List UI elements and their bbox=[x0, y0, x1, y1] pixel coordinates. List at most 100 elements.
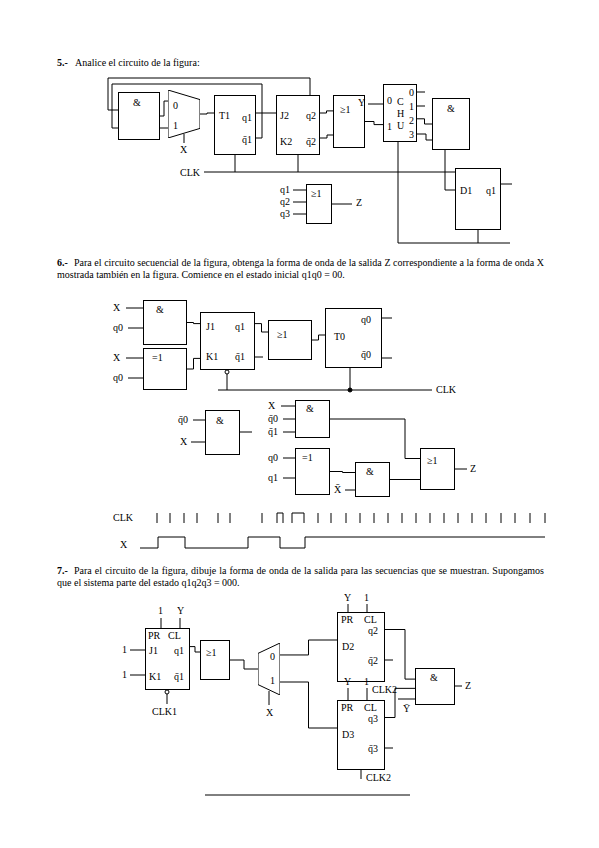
signal-label: CLK bbox=[180, 167, 200, 179]
junction-dot bbox=[348, 388, 352, 392]
pin-label: q̄3 bbox=[368, 743, 378, 755]
signal-label: 1 bbox=[122, 669, 127, 681]
pin-label: CL bbox=[364, 702, 377, 714]
clock-triangle bbox=[230, 149, 483, 230]
wire-connector bbox=[320, 111, 333, 113]
signal-label: X bbox=[113, 302, 120, 314]
or-gate: ≥1 bbox=[306, 184, 332, 224]
xnor-gate: =1 bbox=[295, 448, 330, 495]
signal-label: CLK2 bbox=[366, 772, 391, 784]
signal-label: q0 bbox=[268, 452, 278, 464]
problem-statement: Para el circuito de la figura, dibuje la… bbox=[57, 565, 544, 589]
pin-label: & bbox=[366, 466, 374, 478]
problem-number: 5.- bbox=[57, 57, 68, 69]
pin-label: C H U bbox=[397, 96, 407, 132]
signal-label: q0 bbox=[113, 372, 123, 384]
pin-label: K1 bbox=[149, 671, 161, 683]
pin-label: J2 bbox=[280, 110, 289, 122]
t-flip-flop: T1q1q̄1 bbox=[214, 95, 256, 155]
and-gate: & bbox=[432, 98, 470, 150]
pin-label: & bbox=[133, 97, 141, 109]
signal-label: Z bbox=[465, 680, 471, 692]
pin-label: 0 bbox=[270, 651, 275, 663]
pin-label: q̄0 bbox=[361, 349, 371, 361]
signal-label: q̄1 bbox=[268, 426, 278, 438]
wire-connector bbox=[187, 323, 200, 324]
demultiplexer: 01 bbox=[258, 643, 280, 695]
wire-connector bbox=[255, 324, 268, 332]
wire bbox=[417, 92, 432, 140]
pin-label: PR bbox=[148, 630, 160, 642]
signal-label: CLK1 bbox=[152, 706, 177, 718]
pin-label: 1 bbox=[270, 675, 275, 687]
wire-connector bbox=[280, 640, 337, 655]
signal-label: Y bbox=[177, 605, 184, 617]
pin-label: q0 bbox=[361, 314, 371, 326]
problem-number: 7.- bbox=[57, 565, 68, 577]
wire-connector bbox=[200, 113, 214, 114]
pin-label: q1 bbox=[174, 645, 184, 657]
signal-label: X bbox=[266, 707, 273, 719]
waveform-clk bbox=[157, 513, 545, 523]
or-gate: ≥1 bbox=[268, 320, 312, 360]
signal-label: q2 bbox=[280, 196, 290, 208]
pin-label: J1 bbox=[149, 645, 158, 657]
pin-label: q̄1 bbox=[174, 671, 184, 683]
and-gate: & bbox=[295, 400, 330, 438]
pin-label: D2 bbox=[342, 641, 354, 653]
signal-label: Analice el circuito de la figura: bbox=[75, 57, 200, 69]
and-gate: & bbox=[205, 410, 240, 455]
pin-label: D3 bbox=[342, 729, 354, 741]
clock-bubble bbox=[225, 370, 229, 374]
and-gate: & bbox=[415, 668, 455, 705]
pin-label: & bbox=[306, 403, 314, 415]
wire bbox=[126, 308, 143, 378]
wire bbox=[184, 134, 185, 143]
d-flip-flop: PRCLq3D3q̄3 bbox=[337, 700, 385, 770]
d-flip-flop: D1q1 bbox=[455, 168, 501, 230]
outline-shape bbox=[258, 643, 280, 695]
t-flip-flop: q0T0q̄0 bbox=[325, 308, 382, 368]
clock-line bbox=[204, 155, 475, 172]
signal-label: 1 bbox=[364, 592, 369, 604]
clock-line bbox=[398, 142, 510, 243]
pin-label: 0 bbox=[173, 100, 178, 112]
pin-label: q2 bbox=[368, 625, 378, 637]
signal-label: 1 bbox=[364, 676, 369, 688]
wire-connector bbox=[330, 472, 355, 473]
xnor-gate: =1 bbox=[143, 348, 187, 390]
jk-flip-flop: J1q1K1q̄1 bbox=[200, 312, 255, 370]
signal-label: Y bbox=[344, 592, 351, 604]
pin-label: T1 bbox=[219, 110, 230, 122]
wire-connector bbox=[160, 101, 168, 116]
pin-label: q̄2 bbox=[306, 136, 316, 148]
pin-label: q2 bbox=[306, 110, 316, 122]
pin-label: 3 bbox=[409, 129, 414, 141]
or-gate: ≥1 bbox=[420, 448, 455, 490]
pin-label: & bbox=[156, 304, 164, 316]
problem-statement: Para el circuito secuencial de la figura… bbox=[57, 257, 544, 281]
pin-label: 2 bbox=[409, 115, 414, 127]
pin-label: q̄1 bbox=[242, 134, 252, 146]
signal-label: q0 bbox=[113, 322, 123, 334]
signal-label: X bbox=[180, 144, 187, 156]
pin-label: PR bbox=[341, 614, 353, 626]
wire-connector bbox=[390, 479, 420, 480]
wire-connector bbox=[385, 630, 415, 680]
wire-connector bbox=[280, 682, 337, 728]
pin-label: & bbox=[430, 672, 438, 684]
pin-label: ≥1 bbox=[340, 104, 351, 116]
wire bbox=[130, 618, 269, 705]
jk-flip-flop: PR CL J1 q1K1 q̄1 bbox=[145, 628, 190, 690]
wire-connector bbox=[187, 358, 200, 369]
pin-label: 1 bbox=[387, 121, 392, 133]
pin-label: CL bbox=[168, 630, 181, 642]
signal-label: X bbox=[180, 436, 187, 448]
pin-label: =1 bbox=[302, 452, 313, 464]
problem-number: 6.- bbox=[57, 257, 68, 269]
wire-connector bbox=[256, 113, 276, 114]
pin-label: q̄1 bbox=[235, 351, 245, 363]
signal-label: X bbox=[268, 400, 275, 412]
pin-label: & bbox=[216, 415, 224, 427]
signal-label: X bbox=[120, 539, 127, 551]
